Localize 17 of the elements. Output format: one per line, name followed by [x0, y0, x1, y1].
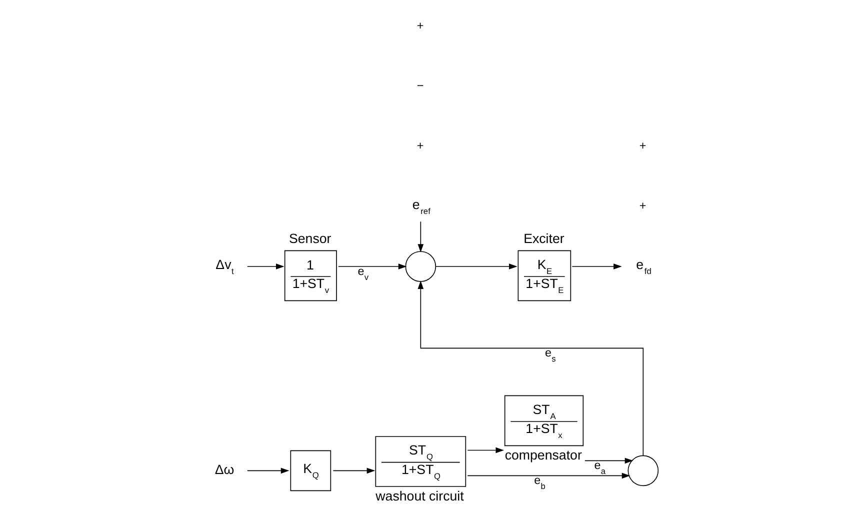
label: −	[416, 80, 424, 93]
node-label: Exciter	[523, 231, 564, 246]
edge-label: e$_{v}$	[357, 265, 368, 282]
label: +	[416, 140, 424, 153]
node-text: Δv$_{t}$	[215, 256, 234, 276]
label: +	[416, 20, 424, 33]
node-text: Δω	[214, 462, 234, 477]
edge-label: e$_{b}$	[534, 474, 545, 492]
node-label: compensator	[504, 448, 582, 463]
node-text: e$_{ref}$	[412, 196, 430, 216]
label: +	[638, 200, 646, 213]
node-text: e$_{fd}$	[636, 256, 651, 276]
node-label: washout circuit	[375, 488, 464, 504]
edge-label: e$_{s}$	[544, 346, 556, 364]
edge-label: e$_{a}$	[594, 459, 606, 476]
node-label: Sensor	[288, 231, 331, 246]
label: +	[638, 140, 646, 153]
